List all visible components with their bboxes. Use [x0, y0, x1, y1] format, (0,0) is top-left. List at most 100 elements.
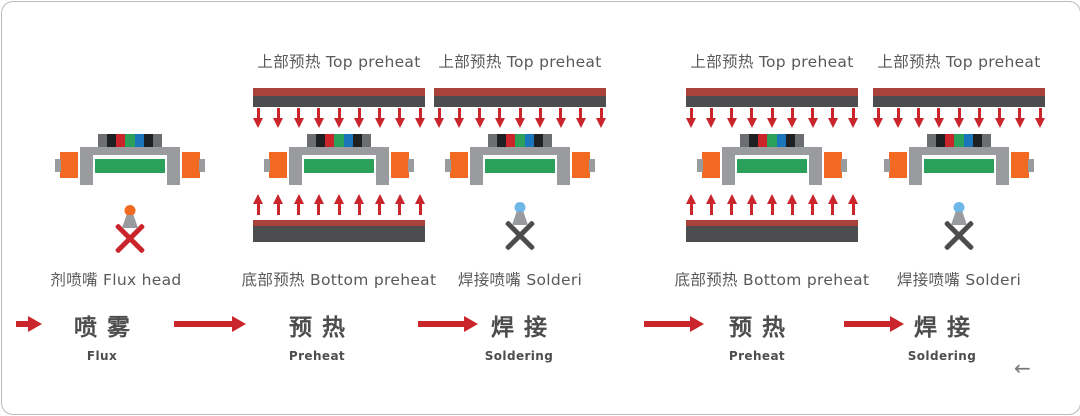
fixture-bar: [85, 147, 175, 155]
flow-step-preheat2-zh: 预热: [729, 315, 795, 341]
heat-arrow-down-icon: [515, 108, 525, 129]
fixture-leg-right: [557, 147, 570, 185]
heat-arrow-down-icon: [454, 108, 465, 129]
component-body: [740, 134, 804, 148]
fixture-leg-left: [470, 147, 483, 185]
flow-step-solder2-zh: 焊接: [914, 315, 980, 341]
heat-arrow-down-icon: [913, 108, 924, 129]
heat-arrow-down-icon: [767, 108, 777, 129]
pcb-assembly: [445, 134, 595, 192]
bottom-heater-bar: [253, 220, 425, 242]
heat-arrow-down-icon: [293, 108, 304, 129]
solder-nozzle-icon: [496, 202, 544, 256]
heat-arrow-down-icon: [807, 108, 818, 129]
nozzle-body: [512, 212, 528, 225]
top-preheat-label: 上部预热 Top preheat: [877, 53, 1041, 71]
heat-arrows-down: [253, 108, 425, 129]
heat-arrow-up-icon: [787, 194, 798, 215]
heat-arrow-down-icon: [686, 108, 696, 129]
heat-arrow-down-icon: [313, 108, 324, 129]
heat-arrow-up-icon: [253, 194, 263, 215]
component-body: [98, 134, 162, 148]
heat-arrow-up-icon: [807, 194, 818, 215]
solder-nozzle-icon: [935, 202, 983, 256]
heat-arrow-down-icon: [1035, 108, 1045, 129]
heat-arrow-up-icon: [313, 194, 324, 215]
back-arrow[interactable]: ←: [1014, 356, 1031, 380]
terminal-right: [824, 152, 842, 178]
flow-arrow-icon: [418, 316, 478, 332]
heat-arrow-down-icon: [827, 108, 838, 129]
fixture-leg-right: [376, 147, 389, 185]
heat-arrow-up-icon: [354, 194, 365, 215]
heat-arrow-down-icon: [974, 108, 985, 129]
terminal-right: [1011, 152, 1029, 178]
bottom-heater-bar: [686, 220, 858, 242]
clamp-left: [264, 159, 270, 172]
heat-arrow-down-icon: [273, 108, 284, 129]
heat-arrow-down-icon: [994, 108, 1005, 129]
heat-arrow-down-icon: [494, 108, 505, 129]
fixture-bar: [727, 147, 817, 155]
terminal-left: [269, 152, 287, 178]
heat-arrow-up-icon: [273, 194, 284, 215]
top-heater-bar: [253, 88, 425, 107]
heat-arrow-up-icon: [415, 194, 425, 215]
top-heater-bar: [686, 88, 858, 107]
pcb-assembly: [55, 134, 205, 192]
fixture-bar: [475, 147, 565, 155]
flux-nozzle-icon: [106, 205, 154, 259]
panel-preheat-1: 上部预热 Top preheat 底部预热 Bottom preheat: [239, 42, 439, 302]
pcb-board: [304, 159, 374, 173]
nozzle-tip: [514, 202, 526, 213]
flow-step-solder2-en: Soldering: [907, 349, 977, 363]
flow-arrow-icon: [174, 316, 246, 332]
fixture-leg-left: [80, 147, 93, 185]
heat-arrow-up-icon: [706, 194, 717, 215]
heat-arrow-down-icon: [933, 108, 944, 129]
terminal-right: [391, 152, 409, 178]
heat-arrow-down-icon: [706, 108, 717, 129]
clamp-left: [697, 159, 703, 172]
heat-arrow-up-icon: [374, 194, 385, 215]
nozzle-body: [122, 215, 138, 228]
heat-arrow-up-icon: [293, 194, 304, 215]
heat-arrow-down-icon: [954, 108, 964, 129]
heat-arrow-up-icon: [334, 194, 344, 215]
heat-arrow-up-icon: [827, 194, 838, 215]
top-preheat-label: 上部预热 Top preheat: [690, 53, 854, 71]
terminal-left: [889, 152, 907, 178]
heat-arrow-down-icon: [596, 108, 606, 129]
solder-nozzle-label: 焊接喷嘴 Solderi: [896, 271, 1022, 289]
heat-arrow-up-icon: [686, 194, 696, 215]
flow-step-flux-en: Flux: [86, 349, 118, 363]
flow-arrow-partial-icon: [16, 316, 42, 332]
clamp-right: [1028, 159, 1034, 172]
heat-arrow-down-icon: [354, 108, 365, 129]
fixture-leg-left: [722, 147, 735, 185]
flow-step-solder1-zh: 焊接: [491, 315, 557, 341]
nozzle-tip: [953, 202, 965, 213]
heat-arrow-down-icon: [394, 108, 405, 129]
flow-arrow-icon: [644, 316, 704, 332]
heat-arrow-down-icon: [575, 108, 586, 129]
bottom-preheat-label: 底部预热 Bottom preheat: [674, 271, 870, 289]
pcb-board: [737, 159, 807, 173]
heat-arrows-down: [686, 108, 858, 129]
flow-step-preheat1-zh: 预热: [289, 315, 355, 341]
heat-arrow-down-icon: [1014, 108, 1025, 129]
top-heater-bar: [873, 88, 1045, 107]
heat-arrow-up-icon: [394, 194, 405, 215]
fixture-leg-right: [167, 147, 180, 185]
heat-arrows-down: [434, 108, 606, 129]
pcb-board: [924, 159, 994, 173]
clamp-left: [55, 159, 61, 172]
clamp-right: [408, 159, 414, 172]
pcb-assembly: [697, 134, 847, 192]
fixture-leg-right: [996, 147, 1009, 185]
terminal-right: [182, 152, 200, 178]
component-body: [307, 134, 371, 148]
heat-arrow-down-icon: [374, 108, 385, 129]
flow-arrow-icon: [844, 316, 904, 332]
clamp-right: [841, 159, 847, 172]
